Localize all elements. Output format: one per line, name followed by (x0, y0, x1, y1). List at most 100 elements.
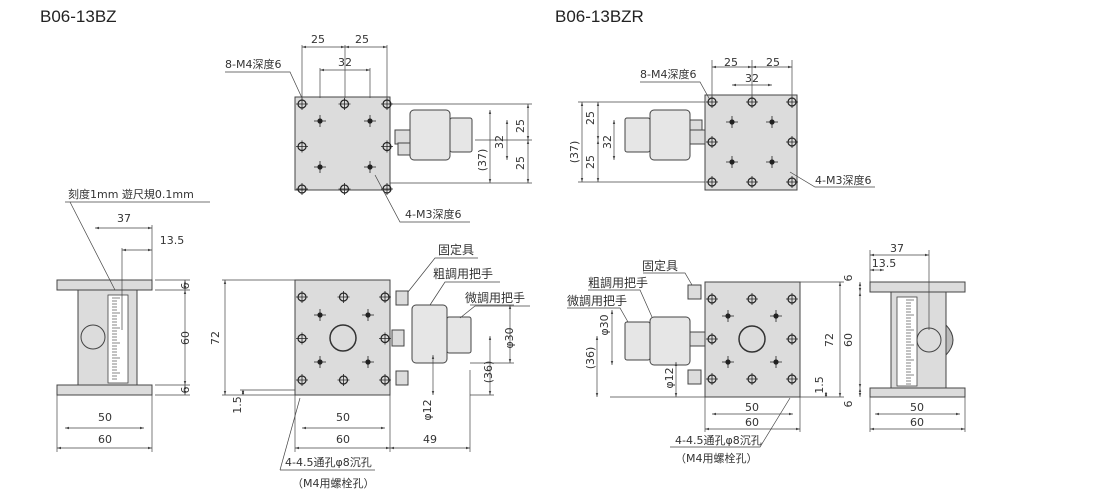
stage-front-right (704, 281, 801, 398)
hole-center-mark (746, 176, 758, 188)
hole-center-mark (296, 98, 308, 110)
dim-60: 60 (910, 416, 924, 429)
side-top-plate-right (869, 281, 966, 293)
fine-knob-left-front (446, 316, 472, 354)
dim-6: 6 (842, 401, 855, 408)
dim-32: 32 (601, 135, 614, 149)
label-scale: 刻度1mm 遊尺規0.1mm (68, 187, 194, 201)
hole-center-mark (381, 98, 393, 110)
hole-center-mark (296, 291, 308, 303)
hole-center-mark (314, 161, 326, 173)
hole-center-mark (786, 373, 798, 385)
dim-60: 60 (336, 433, 350, 446)
mounting-holes (112, 96, 914, 386)
dim-phi12: φ12 (421, 399, 434, 420)
dim-32: 32 (493, 135, 506, 149)
center-hole-left (329, 324, 357, 352)
knob-neck-left-front (391, 329, 405, 347)
model-title-b06-13bz: B06-13BZ (40, 7, 117, 26)
dim-72: 72 (823, 333, 836, 347)
hole-center-mark (726, 156, 738, 168)
hole-center-mark (338, 183, 351, 195)
hole-center-mark (364, 161, 376, 173)
scale-right (896, 296, 918, 387)
dim-25: 25 (514, 119, 527, 133)
label-fine-knob-left: 微調用把手 (465, 291, 525, 305)
dim-50: 50 (910, 401, 924, 414)
leader-lines (65, 71, 875, 471)
dim-60: 60 (745, 416, 759, 429)
dim-1-5: 1.5 (231, 396, 244, 414)
scale-left (107, 294, 129, 384)
dim-37-ref: (37) (568, 141, 581, 164)
hole-center-mark (770, 356, 782, 368)
label-mount-holes-right: 4-4.5通孔φ8沉孔 (675, 434, 762, 447)
clamp-right-top (689, 119, 703, 131)
dim-60: 60 (179, 331, 192, 345)
hole-center-mark (381, 183, 393, 195)
hole-center-mark (296, 140, 308, 153)
hole-center-mark (746, 293, 758, 305)
label-4-m3-right: 4-M3深度6 (815, 173, 871, 187)
dim-37: 37 (117, 212, 131, 225)
label-mount-note-right: （M4用螺栓孔） (675, 451, 758, 465)
hole-center-mark (379, 374, 391, 386)
dim-36-ref: (36) (584, 347, 597, 370)
hole-center-mark (296, 183, 308, 195)
dim-25: 25 (584, 111, 597, 125)
hole-center-mark (766, 156, 778, 168)
label-8-m4-right: 8-M4深度6 (640, 67, 696, 81)
side-base-left (56, 384, 153, 396)
dim-phi12: φ12 (663, 367, 676, 388)
hole-center-mark (337, 374, 350, 386)
dim-25: 25 (311, 33, 325, 46)
hole-center-mark (786, 96, 798, 108)
side-base-right (869, 387, 966, 398)
hole-center-mark (706, 293, 718, 305)
dim-6: 6 (179, 283, 192, 290)
stage-top-plate-right (704, 94, 798, 191)
clamp-upper-left (395, 290, 409, 306)
dim-32: 32 (338, 56, 352, 69)
dim-49: 49 (423, 433, 437, 446)
dim-25: 25 (514, 156, 527, 170)
side-hole-left (80, 324, 106, 350)
hole-center-mark (338, 98, 351, 110)
hole-center-mark (722, 310, 734, 322)
hole-center-mark (706, 333, 718, 345)
hole-center-mark (746, 373, 758, 385)
hole-center-mark (379, 332, 391, 345)
dim-25: 25 (766, 56, 780, 69)
label-mount-note-left: （M4用螺栓孔） (292, 476, 375, 490)
stage-top-plate-left (294, 96, 391, 191)
hole-center-mark (770, 310, 782, 322)
dim-25: 25 (724, 56, 738, 69)
coarse-knob-left-top (409, 109, 451, 161)
center-hole-right (738, 325, 766, 353)
label-4-m3-left: 4-M3深度6 (405, 207, 461, 221)
fine-knob-left-top (449, 117, 473, 153)
hole-center-mark (706, 136, 718, 148)
hole-center-mark (786, 333, 798, 345)
label-coarse-knob-left: 粗調用把手 (433, 267, 493, 281)
dim-36-ref: (36) (482, 361, 495, 384)
dim-50: 50 (745, 401, 759, 414)
label-8-m4-left: 8-M4深度6 (225, 57, 281, 71)
dim-13-5: 13.5 (160, 234, 185, 247)
dimension-lines (56, 45, 966, 452)
knob-edge-right-side (945, 323, 954, 357)
hole-center-mark (379, 291, 391, 303)
coarse-knob-left-front (411, 304, 448, 364)
hole-center-mark (362, 309, 374, 321)
knob-neck-left-top (394, 129, 411, 145)
hole-center-mark (314, 309, 326, 321)
dim-37: 37 (890, 242, 904, 255)
dim-phi30: φ30 (503, 327, 516, 348)
hole-center-mark (786, 176, 798, 188)
dim-25: 25 (355, 33, 369, 46)
hole-center-mark (296, 374, 308, 386)
dim-6: 6 (842, 275, 855, 282)
hole-center-mark (706, 176, 718, 188)
fine-knob-right-front (624, 321, 651, 361)
